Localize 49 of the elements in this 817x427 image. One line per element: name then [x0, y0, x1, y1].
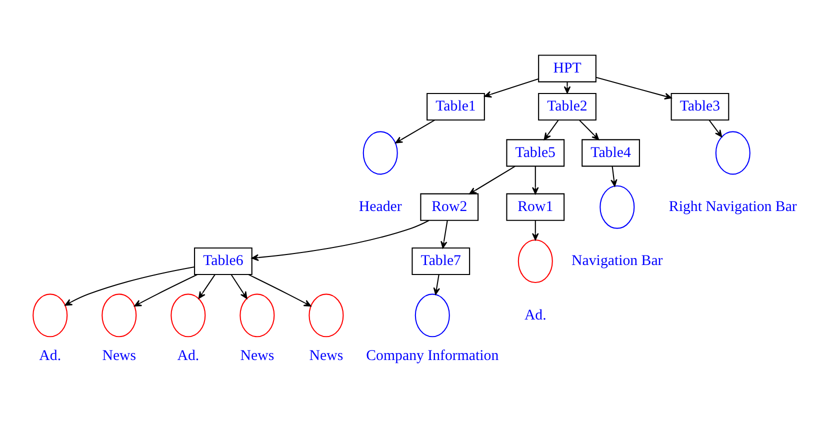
node-label: Company Information: [366, 348, 499, 364]
node-circle: [102, 293, 137, 337]
arrow: [134, 274, 198, 306]
node-circle: [414, 293, 450, 337]
node-label: Ad.: [39, 348, 62, 364]
node-box: Table7: [412, 246, 470, 275]
node-circle: [362, 130, 398, 174]
arrow: [440, 220, 448, 248]
node-box: Table4: [582, 138, 640, 166]
node-box: Table6: [194, 246, 252, 275]
arrow: [251, 220, 430, 260]
node-circle: [518, 238, 553, 283]
arrow: [469, 165, 516, 194]
node-circle: [240, 293, 275, 337]
node-circle: [170, 293, 206, 337]
arrow: [248, 274, 312, 306]
arrow: [532, 166, 539, 194]
arrow: [596, 76, 672, 99]
arrow: [544, 120, 559, 140]
node-label: Navigation Bar: [572, 252, 663, 269]
arrow: [564, 81, 571, 94]
node-box: Table3: [670, 92, 730, 120]
arrow: [433, 274, 440, 294]
arrow: [230, 274, 248, 298]
node-circle: [715, 130, 750, 174]
node-circle: [600, 184, 635, 228]
arrow: [484, 78, 539, 98]
node-box: Table1: [426, 92, 485, 120]
arrow: [610, 166, 618, 186]
node-label: News: [240, 348, 274, 364]
node-circle: [32, 293, 68, 337]
node-box: Row2: [420, 192, 479, 220]
node-label: Right Navigation Bar: [668, 198, 797, 215]
node-label: News: [309, 348, 344, 364]
node-box: Table2: [538, 92, 596, 120]
node-label: Ad.: [524, 306, 546, 323]
node-label: Header: [358, 198, 402, 215]
node-circle: [308, 293, 344, 337]
arrow: [708, 120, 722, 137]
arrow: [198, 274, 216, 298]
arrow: [64, 266, 194, 306]
node-box: HPT: [538, 54, 596, 82]
arrow: [395, 119, 436, 143]
arrow: [532, 220, 539, 240]
node-label: Ad.: [177, 348, 200, 364]
node-box: Table5: [506, 138, 565, 166]
node-box: Row1: [506, 192, 565, 220]
arrow: [579, 119, 600, 140]
node-label: News: [102, 348, 136, 364]
